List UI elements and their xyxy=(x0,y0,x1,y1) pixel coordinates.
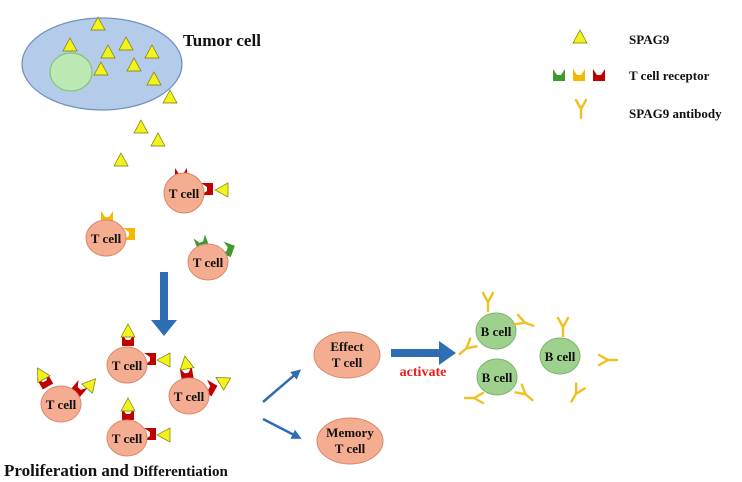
t-cell-prolif-1: T cell xyxy=(106,323,171,384)
tumor-nucleus xyxy=(49,52,93,92)
memory-t-cell-label-1: Memory xyxy=(326,425,374,440)
memory-t-cell-label-2: T cell xyxy=(335,441,366,456)
t-cell-label: T cell xyxy=(174,389,205,404)
activate-arrow xyxy=(391,341,456,365)
effect-t-cell-label-2: T cell xyxy=(332,355,363,370)
t-cell-prolif-3: T cell xyxy=(168,354,232,415)
b-cell-3: B cell xyxy=(539,337,581,375)
footer-label-part2: Differentiation xyxy=(133,464,228,480)
t-cell-label: T cell xyxy=(112,358,143,373)
tumor-cell-label: Tumor cell xyxy=(183,31,261,50)
legend-antibody-icon xyxy=(574,98,588,120)
b-cell-label: B cell xyxy=(545,349,576,364)
t-cell-label: T cell xyxy=(169,186,200,201)
t-cell-prolif-2: T cell xyxy=(31,364,102,423)
t-cell-top: T cell xyxy=(163,168,229,214)
activate-label: activate xyxy=(400,365,447,380)
differentiation-arrows xyxy=(262,369,302,439)
legend-spag9-label: SPAG9 xyxy=(629,32,670,47)
legend: SPAG9 T cell receptor SPAG9 antibody xyxy=(553,29,722,121)
t-cell-label: T cell xyxy=(91,231,122,246)
t-cell-label: T cell xyxy=(112,431,143,446)
legend-receptor-label: T cell receptor xyxy=(629,68,710,83)
effect-t-cell: Effect T cell xyxy=(313,331,381,379)
b-cell-label: B cell xyxy=(482,370,513,385)
b-cell-1: B cell xyxy=(475,312,517,350)
t-cell-prolif-4: T cell xyxy=(106,397,171,457)
down-arrow xyxy=(151,272,177,336)
b-cell-label: B cell xyxy=(481,324,512,339)
t-cell-label: T cell xyxy=(46,397,77,412)
legend-antibody-label: SPAG9 antibody xyxy=(629,106,722,121)
effect-t-cell-label-1: Effect xyxy=(330,339,364,354)
t-cell-green: T cell xyxy=(187,234,235,281)
memory-t-cell: Memory T cell xyxy=(316,417,384,465)
footer-label: Proliferation and Differentiation xyxy=(4,461,228,480)
footer-label-part1: Proliferation and xyxy=(4,461,133,480)
t-cell-label: T cell xyxy=(193,255,224,270)
t-cell-yellow: T cell xyxy=(85,211,135,257)
b-cell-2: B cell xyxy=(476,358,518,396)
legend-spag9-icon xyxy=(572,29,588,44)
legend-receptor-icons xyxy=(553,69,605,81)
